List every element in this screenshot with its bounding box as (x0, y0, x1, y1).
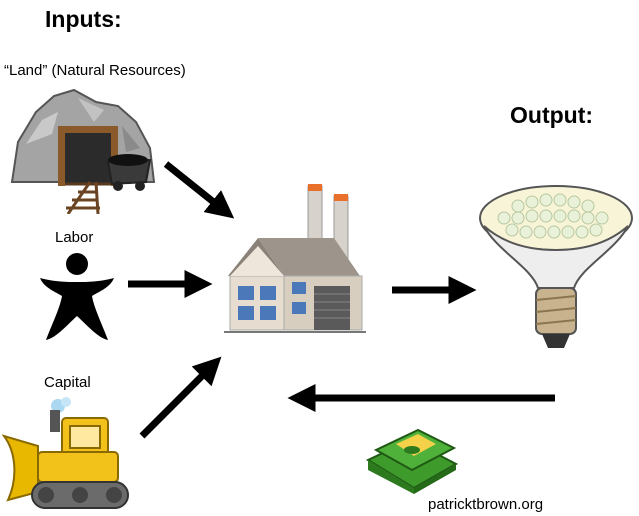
worker-figure-icon (36, 252, 118, 346)
capital-to-factory-arrow (139, 356, 222, 439)
output-heading: Output: (510, 102, 594, 128)
light-bulb-icon (476, 184, 636, 356)
land-to-factory-arrow (163, 161, 235, 219)
money-stack-icon (366, 426, 458, 494)
land-label: “Land” (Natural Resources) (4, 62, 186, 79)
bulldozer-icon (2, 396, 134, 512)
capital-label: Capital (44, 374, 91, 391)
mine-icon (8, 82, 156, 214)
credit-text: patricktbrown.org (428, 496, 544, 513)
factory-icon (222, 182, 368, 336)
labor-label: Labor (55, 229, 94, 246)
inputs-heading: Inputs: (45, 6, 122, 32)
